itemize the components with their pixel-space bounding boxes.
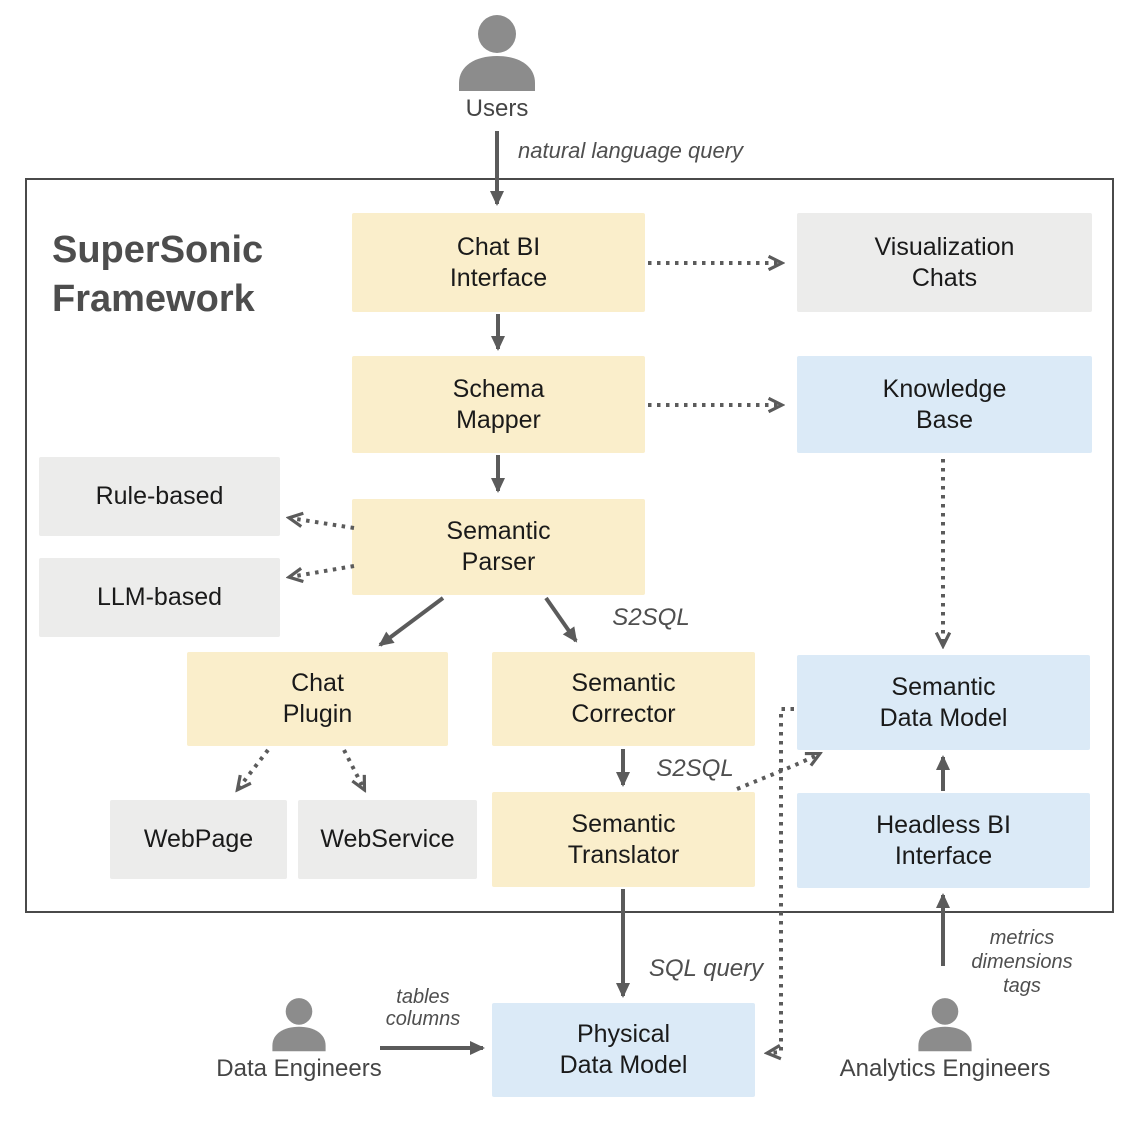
node-label: Semantic xyxy=(446,517,551,545)
node-label: Chat xyxy=(291,669,344,697)
node-label: WebService xyxy=(320,825,455,853)
node-label: Parser xyxy=(461,548,536,576)
node-label: Plugin xyxy=(282,700,353,728)
node-label: Physical xyxy=(576,1020,671,1048)
node-label: Base xyxy=(916,405,973,434)
node-label: Data Model xyxy=(879,703,1008,732)
node-label: Headless BI xyxy=(876,810,1011,839)
node-label: Schema xyxy=(452,374,545,403)
node-semantic-data-model: Semantic Data Model xyxy=(797,655,1090,750)
framework-title-line2: Framework xyxy=(52,278,255,320)
node-label: Knowledge xyxy=(882,374,1007,403)
data-engineer-icon xyxy=(272,998,326,1052)
node-label: Interface xyxy=(894,841,993,870)
node-label: Semantic xyxy=(571,669,676,697)
node-label: Rule-based xyxy=(95,482,224,510)
node-knowledge-base: Knowledge Base xyxy=(797,356,1092,453)
node-headless-bi-interface: Headless BI Interface xyxy=(797,793,1090,888)
node-rule-based: Rule-based xyxy=(39,457,280,536)
edge-label-s2sql-parser: S2SQL xyxy=(612,604,690,631)
edge-label-tables: tables xyxy=(396,986,450,1008)
node-semantic-parser: Semantic Parser xyxy=(352,499,645,595)
edge-label-tags: tags xyxy=(1003,975,1041,997)
node-label: Semantic xyxy=(891,672,996,701)
node-label: Corrector xyxy=(571,700,676,728)
node-schema-mapper: Schema Mapper xyxy=(352,356,645,453)
node-physical-data-model: Physical Data Model xyxy=(492,1003,755,1097)
node-label: LLM-based xyxy=(96,583,223,611)
framework-title: SuperSonic Framework xyxy=(52,226,263,324)
users-label: Users xyxy=(465,95,529,122)
node-label: WebPage xyxy=(143,825,254,853)
node-webservice: WebService xyxy=(298,800,477,879)
framework-title-line1: SuperSonic xyxy=(52,229,264,271)
analytics-engineers-actor: Analytics Engineers xyxy=(830,996,1060,1083)
node-chat-bi-interface: Chat BI Interface xyxy=(352,213,645,312)
data-engineers-label: Data Engineers xyxy=(216,1055,382,1082)
node-llm-based: LLM-based xyxy=(39,558,280,637)
edge-label-metrics: metrics xyxy=(989,927,1055,949)
edge-label-s2sql-corrector: S2SQL xyxy=(656,755,734,782)
data-engineers-actor: Data Engineers xyxy=(193,996,405,1083)
node-label: Chat BI xyxy=(456,232,541,261)
node-chat-plugin: Chat Plugin xyxy=(187,652,448,746)
node-label: Mapper xyxy=(456,405,541,434)
user-icon xyxy=(459,15,535,91)
node-visualization-chats: Visualization Chats xyxy=(797,213,1092,312)
framework-boundary xyxy=(25,178,1114,913)
edge-label-sql-query: SQL query xyxy=(648,955,764,982)
node-label: Translator xyxy=(567,840,680,869)
node-webpage: WebPage xyxy=(110,800,287,879)
node-semantic-translator: Semantic Translator xyxy=(492,792,755,887)
node-semantic-corrector: Semantic Corrector xyxy=(492,652,755,746)
analytics-engineers-label: Analytics Engineers xyxy=(839,1055,1051,1082)
edge-label-natural-language-query: natural language query xyxy=(518,138,744,163)
edge-label-columns: columns xyxy=(385,1008,461,1030)
node-label: Semantic xyxy=(571,809,676,838)
users-actor: Users xyxy=(397,12,597,123)
node-label: Interface xyxy=(449,263,548,292)
node-label: Data Model xyxy=(559,1051,688,1079)
node-label: Chats xyxy=(911,263,978,292)
edge-label-dimensions: dimensions xyxy=(971,951,1073,973)
analytics-engineer-icon xyxy=(918,998,972,1052)
edge-label-metrics-dimensions-tags: metrics dimensions tags xyxy=(971,926,1072,998)
edge-label-tables-columns: tables columns xyxy=(386,986,460,1030)
node-label: Visualization xyxy=(874,232,1015,261)
